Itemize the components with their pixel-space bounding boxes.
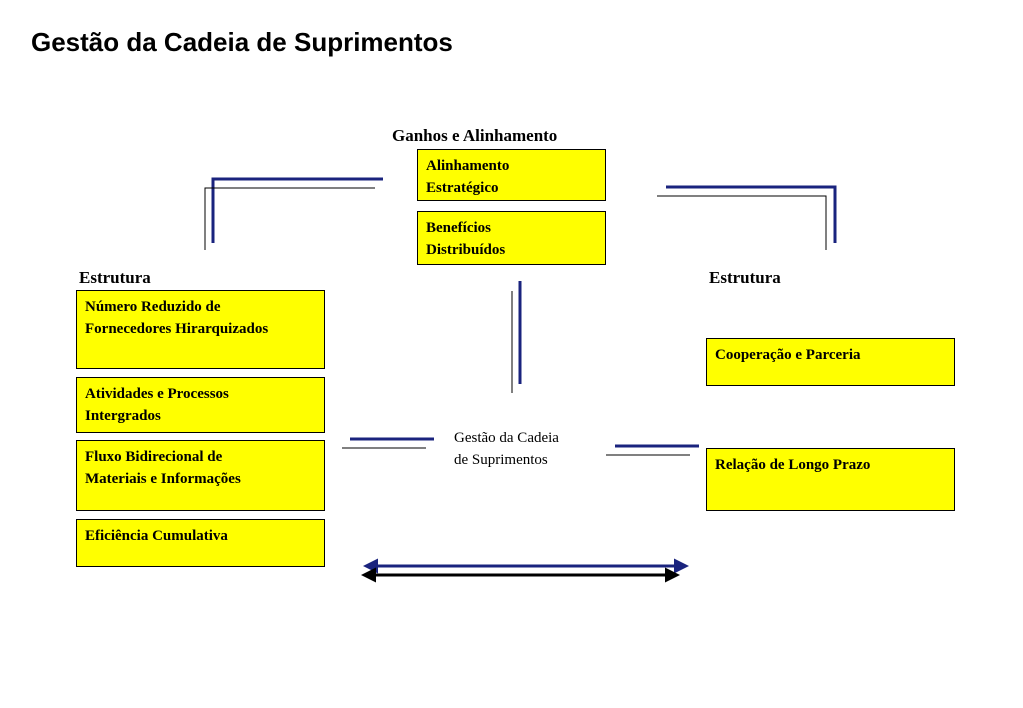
right-box-cooperacao: Cooperação e Parceria bbox=[706, 338, 955, 386]
top-left-connector-black bbox=[204, 187, 375, 250]
left-box-fornecedores: Número Reduzido de Fornecedores Hirarqui… bbox=[76, 290, 325, 369]
top-box-beneficios: Benefícios Distribuídos bbox=[417, 211, 606, 265]
page-title: Gestão da Cadeia de Suprimentos bbox=[31, 27, 453, 57]
top-right-connector-blue bbox=[666, 185, 837, 243]
top-box-alinhamento: Alinhamento Estratégico bbox=[417, 149, 606, 201]
left-box-fluxo: Fluxo Bidirecional de Materiais e Inform… bbox=[76, 440, 325, 511]
left-heading: Estrutura bbox=[79, 268, 151, 287]
right-heading: Estrutura bbox=[709, 268, 781, 287]
left-box-eficiencia: Eficiência Cumulativa bbox=[76, 519, 325, 567]
top-left-connector-blue bbox=[211, 177, 383, 243]
center-label: Gestão da Cadeia de Suprimentos bbox=[454, 430, 559, 468]
left-box-atividades: Atividades e Processos Intergrados bbox=[76, 377, 325, 433]
right-box-relacao: Relação de Longo Prazo bbox=[706, 448, 955, 511]
top-heading: Ganhos e Alinhamento bbox=[392, 126, 558, 145]
top-right-connector-black bbox=[657, 195, 827, 250]
